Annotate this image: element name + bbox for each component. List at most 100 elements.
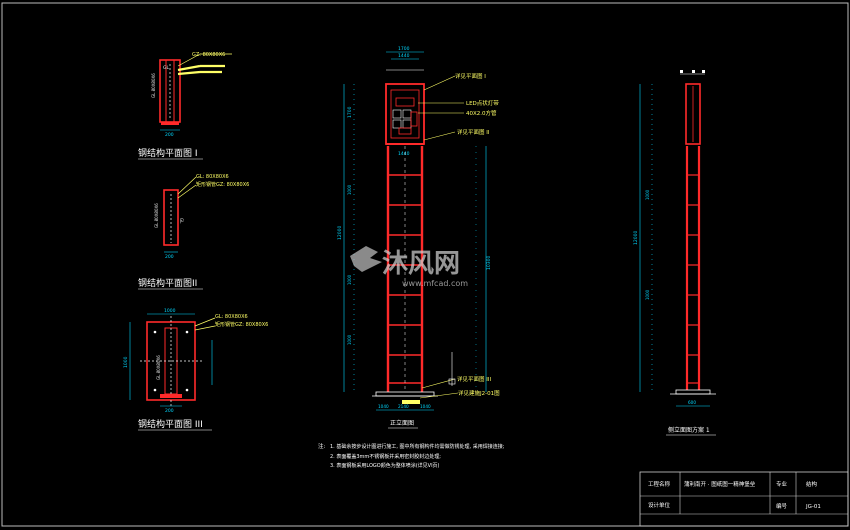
- design-label: 设计单位: [648, 501, 671, 509]
- spec-label: 专业: [776, 480, 788, 488]
- project-value: 蒲利南开 · 图纸图一精神堡垒: [684, 480, 756, 488]
- notes-line-1: 1. 基础余按步设计图进行施工, 图中所有钢构件均需做防锈处理, 采用焊接连接;: [330, 443, 505, 450]
- spec-value: 结构: [806, 480, 818, 488]
- front-callout-3: 40X2.0方管: [466, 109, 497, 117]
- front-dim-top-2: 1440: [398, 53, 410, 59]
- watermark-url: www.mfcad.com: [402, 279, 468, 288]
- front-led-cell: [392, 119, 402, 129]
- front-callout-2: LED点状灯带: [466, 99, 499, 107]
- front-left-seg: 1000: [347, 334, 352, 345]
- front-led-bar: [398, 127, 412, 135]
- title-block-frame: [639, 471, 849, 527]
- front-callout-leader-1: [423, 75, 456, 91]
- plan-3-bolt: [153, 388, 157, 392]
- side-left-total: 12000: [633, 231, 639, 245]
- front-left-top: 1700: [347, 106, 353, 118]
- front-callout-leader-6: [419, 392, 459, 399]
- front-dim-mid: 1440: [398, 151, 410, 157]
- plan-3-dim-bottom: 200: [165, 408, 174, 414]
- plan-2-gl-label: GL: [179, 218, 184, 224]
- notes-line-2: 2. 表面覆盖3mm不锈钢板并采用密封胶封边处理;: [330, 453, 441, 460]
- side-top-mark: [692, 70, 695, 73]
- plan-2-drawing: GL: 80X80X6 矩形钢管GZ: 80X80X6 GL 80X80X6 G…: [138, 174, 249, 290]
- front-callout-1: 详见平面图 I: [455, 72, 486, 80]
- plan-1-leader: [177, 53, 201, 67]
- plan-2-leader-1: [177, 176, 197, 195]
- side-elevation: 12000 1000 1000 600 侧立面图方案 1: [633, 70, 716, 436]
- side-head-box: [685, 83, 701, 145]
- plan-1-note: GZ: 80X80X6: [192, 52, 225, 58]
- plan-2-side-label: GL 80X80X6: [154, 203, 159, 228]
- front-left-total: 12000: [337, 226, 343, 240]
- title-block: 工程名称 蒲利南开 · 图纸图一精神堡垒 专业 结构 设计单位 编号 JG-01: [639, 471, 849, 527]
- side-bottom-dim: 600: [688, 400, 696, 405]
- plan-1-base: [161, 122, 179, 125]
- project-label: 工程名称: [648, 480, 671, 488]
- plan-1-bar-a: [177, 64, 201, 72]
- front-dim-top-1: 1700: [398, 46, 410, 52]
- plan-3-base: [160, 394, 182, 398]
- front-bottom-dim-2: 2140: [398, 404, 409, 409]
- plan-1-drawing: GZ: 80X80X6 GL GL 80X80X6 200 钢结构平面图 I: [138, 52, 232, 160]
- side-top-mark: [680, 70, 683, 73]
- plan-1-gl-label: GL: [163, 65, 169, 71]
- front-bottom-dim-3: 1040: [420, 404, 431, 409]
- plan-3-dim-left: 1000: [123, 356, 129, 368]
- watermark-logo-icon: [350, 246, 382, 272]
- front-led-cell: [402, 119, 412, 129]
- plan-3-title: 钢结构平面图 III: [138, 418, 203, 430]
- plan-3-bolt: [185, 330, 189, 334]
- plan-2-dim: 200: [165, 254, 174, 260]
- front-led-cell: [392, 109, 402, 119]
- plan-2-leader-2: [177, 184, 197, 199]
- plan-3-bolt: [153, 330, 157, 334]
- plan-1-bar-c: [177, 70, 201, 76]
- front-left-seg: 1000: [347, 184, 352, 195]
- front-callout-leader-5: [421, 378, 456, 389]
- front-left-seg: 1000: [347, 274, 352, 285]
- plan-3-leader-2: [194, 325, 216, 331]
- front-callout-6: 详见建施J2-01图: [458, 389, 500, 397]
- plan-1-title: 钢结构平面图 I: [138, 147, 198, 159]
- plan-3-bolt: [185, 388, 189, 392]
- watermark: 沐风网 www.mfcad.com: [350, 246, 468, 288]
- plan-3-dim-top: 1000: [164, 308, 176, 314]
- watermark-brand: 沐风网: [382, 249, 460, 279]
- plan-2-title: 钢结构平面图II: [138, 277, 197, 289]
- front-callout-leader-4: [423, 131, 456, 141]
- plan-3-leader-1: [194, 317, 216, 327]
- front-right-total: 10300: [486, 256, 492, 270]
- front-section-box: [448, 378, 456, 385]
- front-led-cell: [402, 109, 412, 119]
- notes-line-3: 3. 表面钢板采用LOGO颜色为整体喷涂(详见VI页): [330, 462, 440, 469]
- plan-3-drawing: GL: 80X80X6 矩形钢管GZ: 80X80X6 1000 1000 GL…: [123, 308, 268, 431]
- front-led-frame: [395, 97, 415, 107]
- plan-1-dim: 200: [165, 132, 174, 138]
- notes-head: 注:: [318, 442, 326, 450]
- plan-3-note-1: GL: 80X80X6: [215, 314, 248, 320]
- plan-2-outline: [163, 189, 179, 246]
- no-label: 编号: [776, 502, 788, 510]
- general-notes: 注: 1. 基础余按步设计图进行施工, 图中所有钢构件均需做防锈处理, 采用焊接…: [318, 442, 505, 469]
- plan-2-note-1: GL: 80X80X6: [196, 174, 229, 180]
- front-head-inner: [390, 89, 420, 139]
- front-head-box: [385, 83, 425, 145]
- plan-3-side-label: GL 80X80X6: [156, 355, 161, 380]
- side-caption: 侧立面图方案 1: [668, 426, 710, 434]
- plan-2-note-2: 矩形钢管GZ: 80X80X6: [196, 181, 249, 188]
- side-top-mark: [702, 70, 705, 73]
- side-left-seg: 1000: [645, 189, 650, 200]
- side-base-plate: [675, 389, 711, 395]
- plan-3-note-2: 矩形钢管GZ: 80X80X6: [215, 321, 268, 328]
- front-elevation: 1700 1440 1440 12000 170: [337, 46, 500, 429]
- front-led-bar: [410, 111, 418, 127]
- no-value: JG-01: [805, 504, 821, 510]
- front-callout-5: 详见平面图 III: [457, 375, 491, 383]
- front-footing-marker: [402, 400, 420, 404]
- side-left-seg: 1000: [645, 289, 650, 300]
- front-callout-4: 详见平面图 II: [457, 128, 490, 136]
- front-caption: 正立面图: [390, 419, 414, 427]
- front-base-plate: [375, 391, 435, 397]
